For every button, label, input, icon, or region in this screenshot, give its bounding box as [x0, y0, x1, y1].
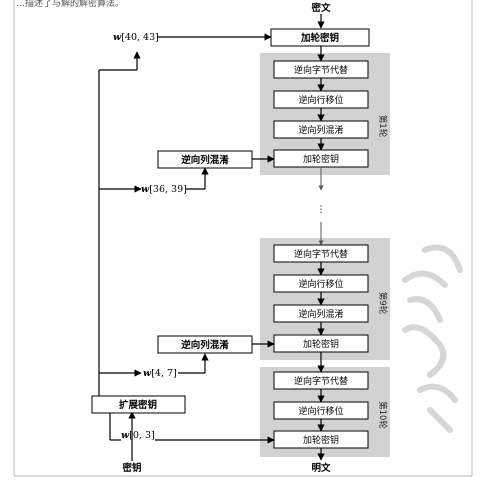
round1-key-inv-mix-columns-label: 逆向列混淆 [181, 154, 229, 166]
plaintext-label: 明文 [311, 462, 331, 474]
watermark-calligraphy [402, 244, 463, 433]
key-w40-43: w[40, 43] [113, 32, 159, 43]
key-w0-3: w[0, 3] [121, 430, 155, 441]
round9-inv-shift-rows-label: 逆向行移位 [298, 278, 343, 290]
round1-inv-mix-columns-label: 逆向列混淆 [298, 124, 343, 136]
top-caption: …描述了与解的解密算法。 [16, 0, 124, 9]
round9-add-round-key-label: 加轮密钥 [303, 338, 339, 350]
round10-add-round-key-label: 加轮密钥 [303, 434, 339, 446]
round1-add-round-key-label: 加轮密钥 [303, 153, 339, 165]
key-label: 密钥 [121, 462, 141, 474]
round10-inv-sub-bytes-label: 逆向字节代替 [294, 375, 348, 387]
round9-label: 第9轮 [377, 292, 388, 315]
rounds-ellipsis: ⋮ [317, 205, 326, 215]
ciphertext-label: 密文 [310, 2, 331, 14]
initial-add-round-key-label: 加轮密钥 [300, 32, 339, 44]
round9-inv-sub-bytes-label: 逆向字节代替 [294, 248, 348, 260]
round9-inv-mix-columns-label: 逆向列混淆 [298, 308, 343, 320]
key-expansion-box [91, 395, 186, 414]
round1-inv-sub-bytes-label: 逆向字节代替 [294, 64, 348, 76]
key-w4-7: w[4, 7] [143, 368, 177, 379]
round1-label: 第1轮 [377, 115, 388, 138]
key-w36-39: w[36, 39] [141, 184, 187, 195]
round9-key-inv-mix-columns-label: 逆向列混淆 [181, 339, 229, 351]
round1-inv-shift-rows-label: 逆向行移位 [298, 94, 343, 106]
round10-inv-shift-rows-label: 逆向行移位 [298, 405, 343, 417]
round10-label: 第10轮 [377, 401, 388, 429]
key-expansion-label: 扩展密钥 [119, 399, 157, 411]
